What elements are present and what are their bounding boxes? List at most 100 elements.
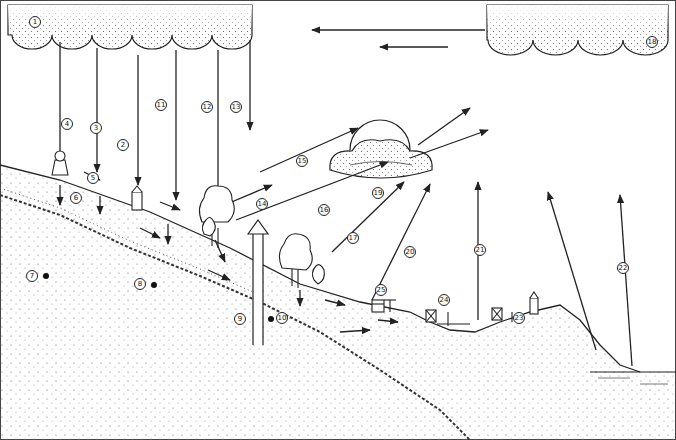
- ground: [0, 165, 676, 440]
- callout-number: 21: [474, 244, 486, 256]
- arrows: [137, 55, 138, 185]
- trees: [279, 234, 312, 270]
- well: [253, 232, 263, 345]
- callout-number: 7: [26, 270, 38, 282]
- layer-dots: [151, 282, 157, 288]
- arrows: [140, 228, 160, 238]
- callout-number: 25: [375, 284, 387, 296]
- callout-number: 10: [276, 312, 288, 324]
- callout-number: 6: [70, 192, 82, 204]
- water-body: [437, 324, 676, 384]
- layer-dots: [268, 316, 274, 322]
- callout-number: 22: [617, 262, 629, 274]
- arrows: [548, 192, 596, 350]
- gauges-and-buildings: [389, 300, 390, 312]
- callout-number: 23: [513, 312, 525, 324]
- callout-number: 14: [256, 198, 268, 210]
- callout-number: 18: [646, 36, 658, 48]
- clouds: [487, 5, 668, 32]
- callout-number: 4: [61, 118, 73, 130]
- gauges-and-buildings: [426, 310, 436, 322]
- arrows: [236, 162, 388, 220]
- callout-number: 17: [347, 232, 359, 244]
- sun-and-cloud: [330, 140, 432, 178]
- clouds: [8, 5, 252, 28]
- arrows: [372, 184, 430, 300]
- callout-number: 11: [155, 99, 167, 111]
- sun-and-cloud: [330, 120, 432, 178]
- gauges-and-buildings: [384, 299, 396, 300]
- callout-number: 12: [201, 101, 213, 113]
- arrows: [332, 182, 404, 252]
- callout-number: 2: [117, 139, 129, 151]
- arrows: [299, 290, 300, 306]
- gauges-and-buildings: [426, 310, 436, 322]
- callout-number: 3: [90, 122, 102, 134]
- arrows: [217, 50, 218, 198]
- well: [248, 220, 268, 234]
- clouds: [8, 5, 668, 55]
- water-body: [598, 378, 668, 384]
- callout-number: 8: [134, 278, 146, 290]
- gauges-and-buildings: [372, 303, 384, 304]
- trees: [292, 268, 298, 288]
- callout-number: 9: [234, 313, 246, 325]
- gauges-and-buildings: [447, 312, 448, 326]
- arrows: [378, 320, 398, 322]
- gauges-and-buildings: [530, 292, 538, 298]
- water-body: [437, 324, 470, 325]
- arrows: [208, 270, 230, 280]
- arrows: [175, 50, 176, 200]
- gauges-and-buildings: [132, 192, 142, 210]
- gauges-and-buildings: [55, 151, 65, 161]
- arrows: [410, 130, 488, 158]
- clouds: [8, 5, 252, 49]
- arrows: [59, 42, 60, 162]
- arrows: [167, 224, 168, 244]
- trees: [199, 186, 324, 288]
- gauges-and-buildings: [52, 151, 538, 326]
- trees: [312, 265, 324, 284]
- ground: [0, 165, 640, 372]
- arrows: [249, 40, 250, 130]
- gauges-and-buildings: [492, 308, 502, 320]
- gauges-and-buildings: [132, 186, 142, 192]
- gauges-and-buildings: [426, 310, 436, 322]
- arrows: [380, 46, 448, 47]
- arrows: [260, 128, 358, 172]
- callout-number: 19: [372, 187, 384, 199]
- arrows: [312, 29, 485, 30]
- gauges-and-buildings: [530, 298, 538, 314]
- well: [248, 220, 268, 345]
- arrows: [60, 30, 632, 366]
- callout-number: 15: [296, 155, 308, 167]
- arrows: [59, 185, 60, 205]
- arrows: [99, 196, 100, 214]
- callout-number: 24: [438, 294, 450, 306]
- callout-number: 20: [404, 246, 416, 258]
- arrows: [96, 48, 97, 172]
- arrows: [160, 202, 180, 210]
- gauges-and-buildings: [372, 300, 384, 312]
- trees: [199, 186, 234, 222]
- callout-number: 13: [230, 101, 242, 113]
- callout-number: 1: [29, 16, 41, 28]
- callout-number: 5: [87, 172, 99, 184]
- ground: [0, 165, 676, 440]
- gauges-and-buildings: [492, 308, 502, 320]
- gauges-and-buildings: [492, 308, 502, 320]
- callout-number: 16: [318, 204, 330, 216]
- ground: [0, 195, 470, 440]
- arrows: [215, 240, 225, 262]
- arrows: [340, 330, 370, 332]
- water-body: [590, 371, 676, 372]
- arrows: [620, 195, 632, 366]
- layer-dots: [43, 273, 49, 279]
- trees: [202, 217, 215, 236]
- arrows: [325, 300, 345, 305]
- gauges-and-buildings: [52, 160, 68, 175]
